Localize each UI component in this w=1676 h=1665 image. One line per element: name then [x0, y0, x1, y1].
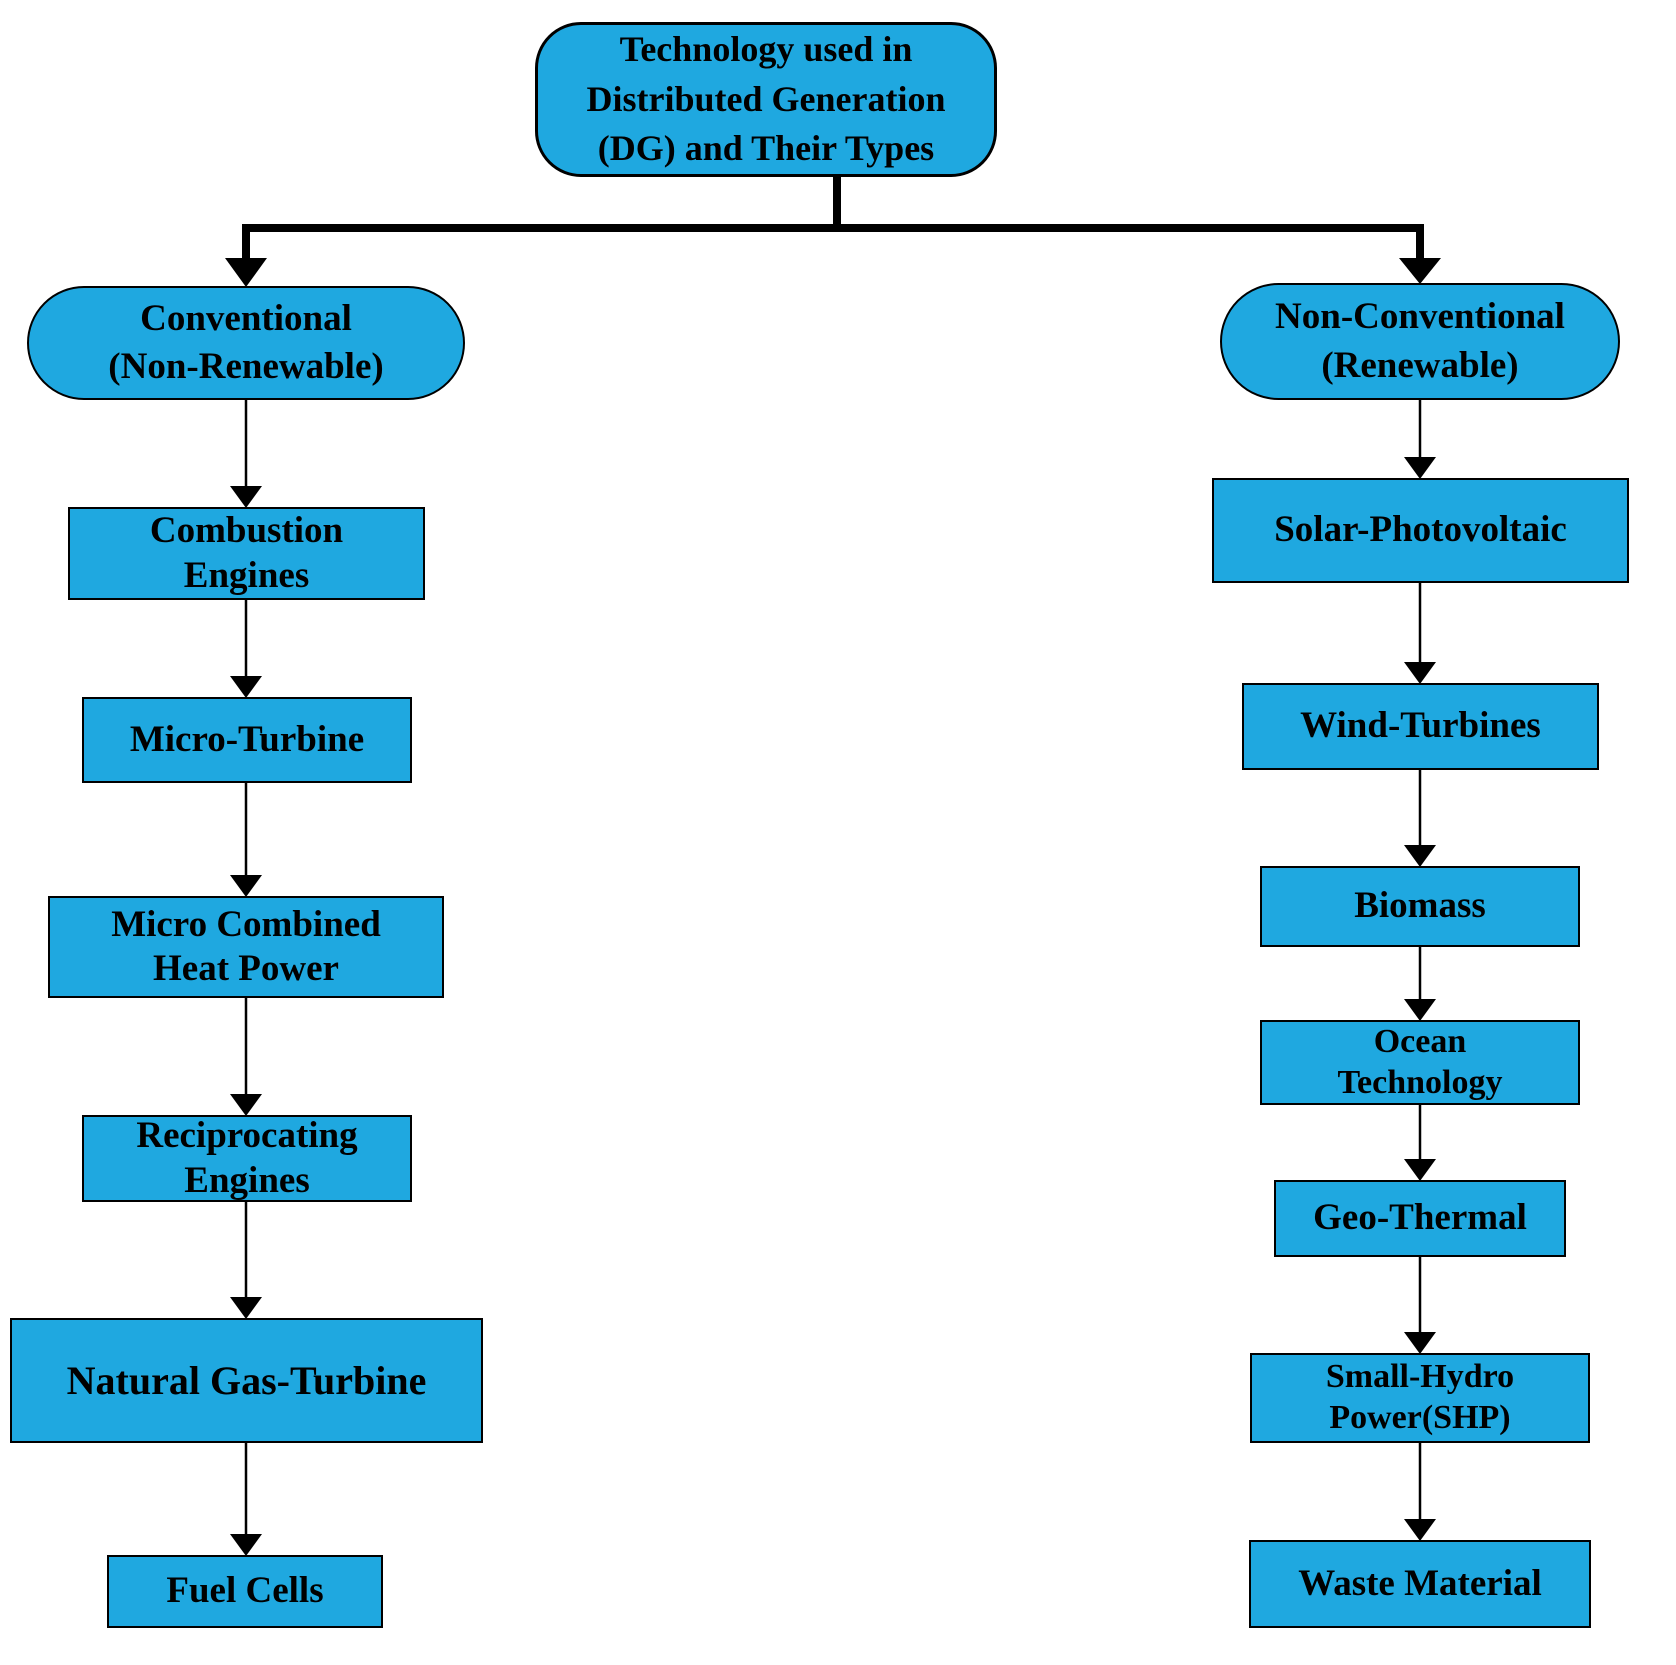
arrow-to-biomass — [1404, 770, 1436, 867]
arrow-to-micro-turbine — [230, 600, 262, 698]
node-geo-thermal: Geo-Thermal — [1274, 1180, 1566, 1257]
arrow-to-ocean-technology — [1404, 947, 1436, 1021]
trunk-connector — [225, 175, 1441, 287]
arrow-to-fuel-cells — [230, 1443, 262, 1556]
node-waste-material: Waste Material — [1249, 1540, 1591, 1628]
node-biomass: Biomass — [1260, 866, 1580, 947]
arrow-to-small-hydro-power — [1404, 1257, 1436, 1354]
node-fuel-cells: Fuel Cells — [107, 1555, 383, 1628]
arrow-to-combustion-engines — [230, 400, 262, 508]
node-ocean-technology: Ocean Technology — [1260, 1020, 1580, 1105]
node-solar-photovoltaic: Solar-Photovoltaic — [1212, 478, 1629, 583]
node-wind-turbines: Wind-Turbines — [1242, 683, 1599, 770]
arrow-to-solar-photovoltaic — [1404, 400, 1436, 479]
node-conventional-branch: Conventional (Non-Renewable) — [27, 286, 465, 400]
node-micro-combined-heat-power: Micro Combined Heat Power — [48, 896, 444, 998]
node-natural-gas-turbine: Natural Gas-Turbine — [10, 1318, 483, 1443]
node-small-hydro-power: Small-Hydro Power(SHP) — [1250, 1353, 1590, 1443]
node-dg-technology-root: Technology used in Distributed Generatio… — [535, 22, 997, 177]
arrow-to-natural-gas-turbine — [230, 1202, 262, 1319]
node-combustion-engines: Combustion Engines — [68, 507, 425, 600]
node-micro-turbine: Micro-Turbine — [82, 697, 412, 783]
node-reciprocating-engines: Reciprocating Engines — [82, 1115, 412, 1202]
arrow-to-waste-material — [1404, 1443, 1436, 1541]
node-non-conventional-branch: Non-Conventional (Renewable) — [1220, 283, 1620, 400]
arrow-to-micro-combined-heat-power — [230, 783, 262, 897]
arrow-to-geo-thermal — [1404, 1105, 1436, 1181]
arrow-to-wind-turbines — [1404, 583, 1436, 684]
arrow-to-reciprocating-engines — [230, 998, 262, 1116]
